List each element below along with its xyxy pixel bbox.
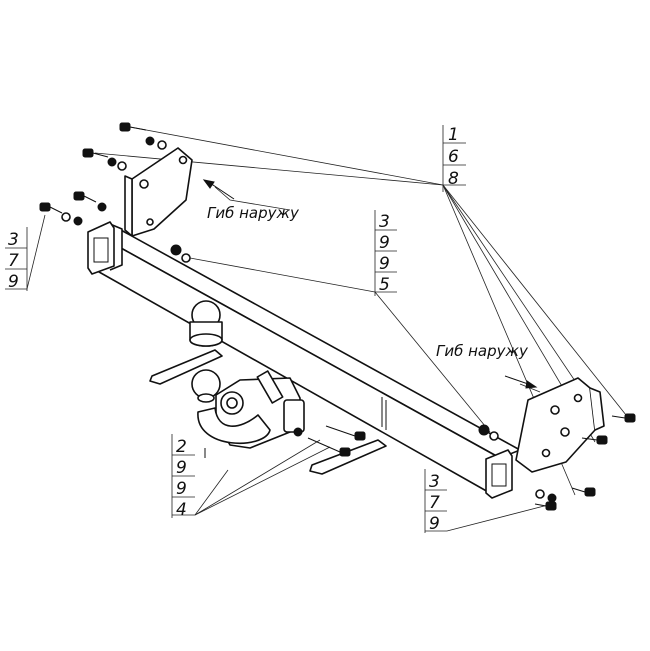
callout-number: 5 — [379, 275, 390, 295]
callout-number: 7 — [429, 493, 440, 513]
bend-arrow-right — [504, 375, 538, 389]
callout-top-right: 1 6 8 — [442, 125, 466, 192]
callout-number: 3 — [379, 212, 390, 232]
left-mounting-bracket — [124, 147, 193, 237]
callout-number: 9 — [429, 514, 440, 534]
callout-number: 6 — [448, 147, 459, 167]
tow-ball — [189, 300, 223, 347]
bend-arrow-top — [202, 179, 235, 200]
note-bend-outward-top: Гиб наружу — [207, 204, 300, 222]
tow-ball-mount — [191, 369, 305, 458]
leader-lines — [5, 126, 631, 532]
socket-bracket-left — [149, 349, 223, 385]
callout-number: 9 — [176, 458, 187, 478]
callout-number: 9 — [176, 479, 187, 499]
callout-number: 3 — [8, 230, 19, 250]
callout-left: 3 7 9 — [5, 227, 28, 292]
callout-bottom-right: 3 7 9 — [424, 469, 447, 534]
socket-bracket-right — [309, 439, 387, 475]
note-bend-outward-right: Гиб наружу — [436, 342, 529, 360]
callout-number: 9 — [8, 272, 19, 292]
callout-center: 3 9 9 5 — [374, 210, 397, 296]
callout-bottom-left: 2 9 9 4 — [171, 434, 195, 520]
callout-number: 8 — [448, 169, 459, 189]
right-mounting-bracket — [515, 377, 605, 473]
callout-number: 3 — [429, 472, 440, 492]
callout-number: 4 — [176, 500, 187, 520]
callout-number: 9 — [379, 233, 390, 253]
callout-number: 1 — [448, 125, 459, 145]
callout-number: 7 — [8, 251, 19, 271]
crossbar-tube — [87, 221, 521, 499]
callout-number: 2 — [176, 437, 187, 457]
callout-number: 9 — [379, 254, 390, 274]
fasteners — [39, 122, 636, 511]
